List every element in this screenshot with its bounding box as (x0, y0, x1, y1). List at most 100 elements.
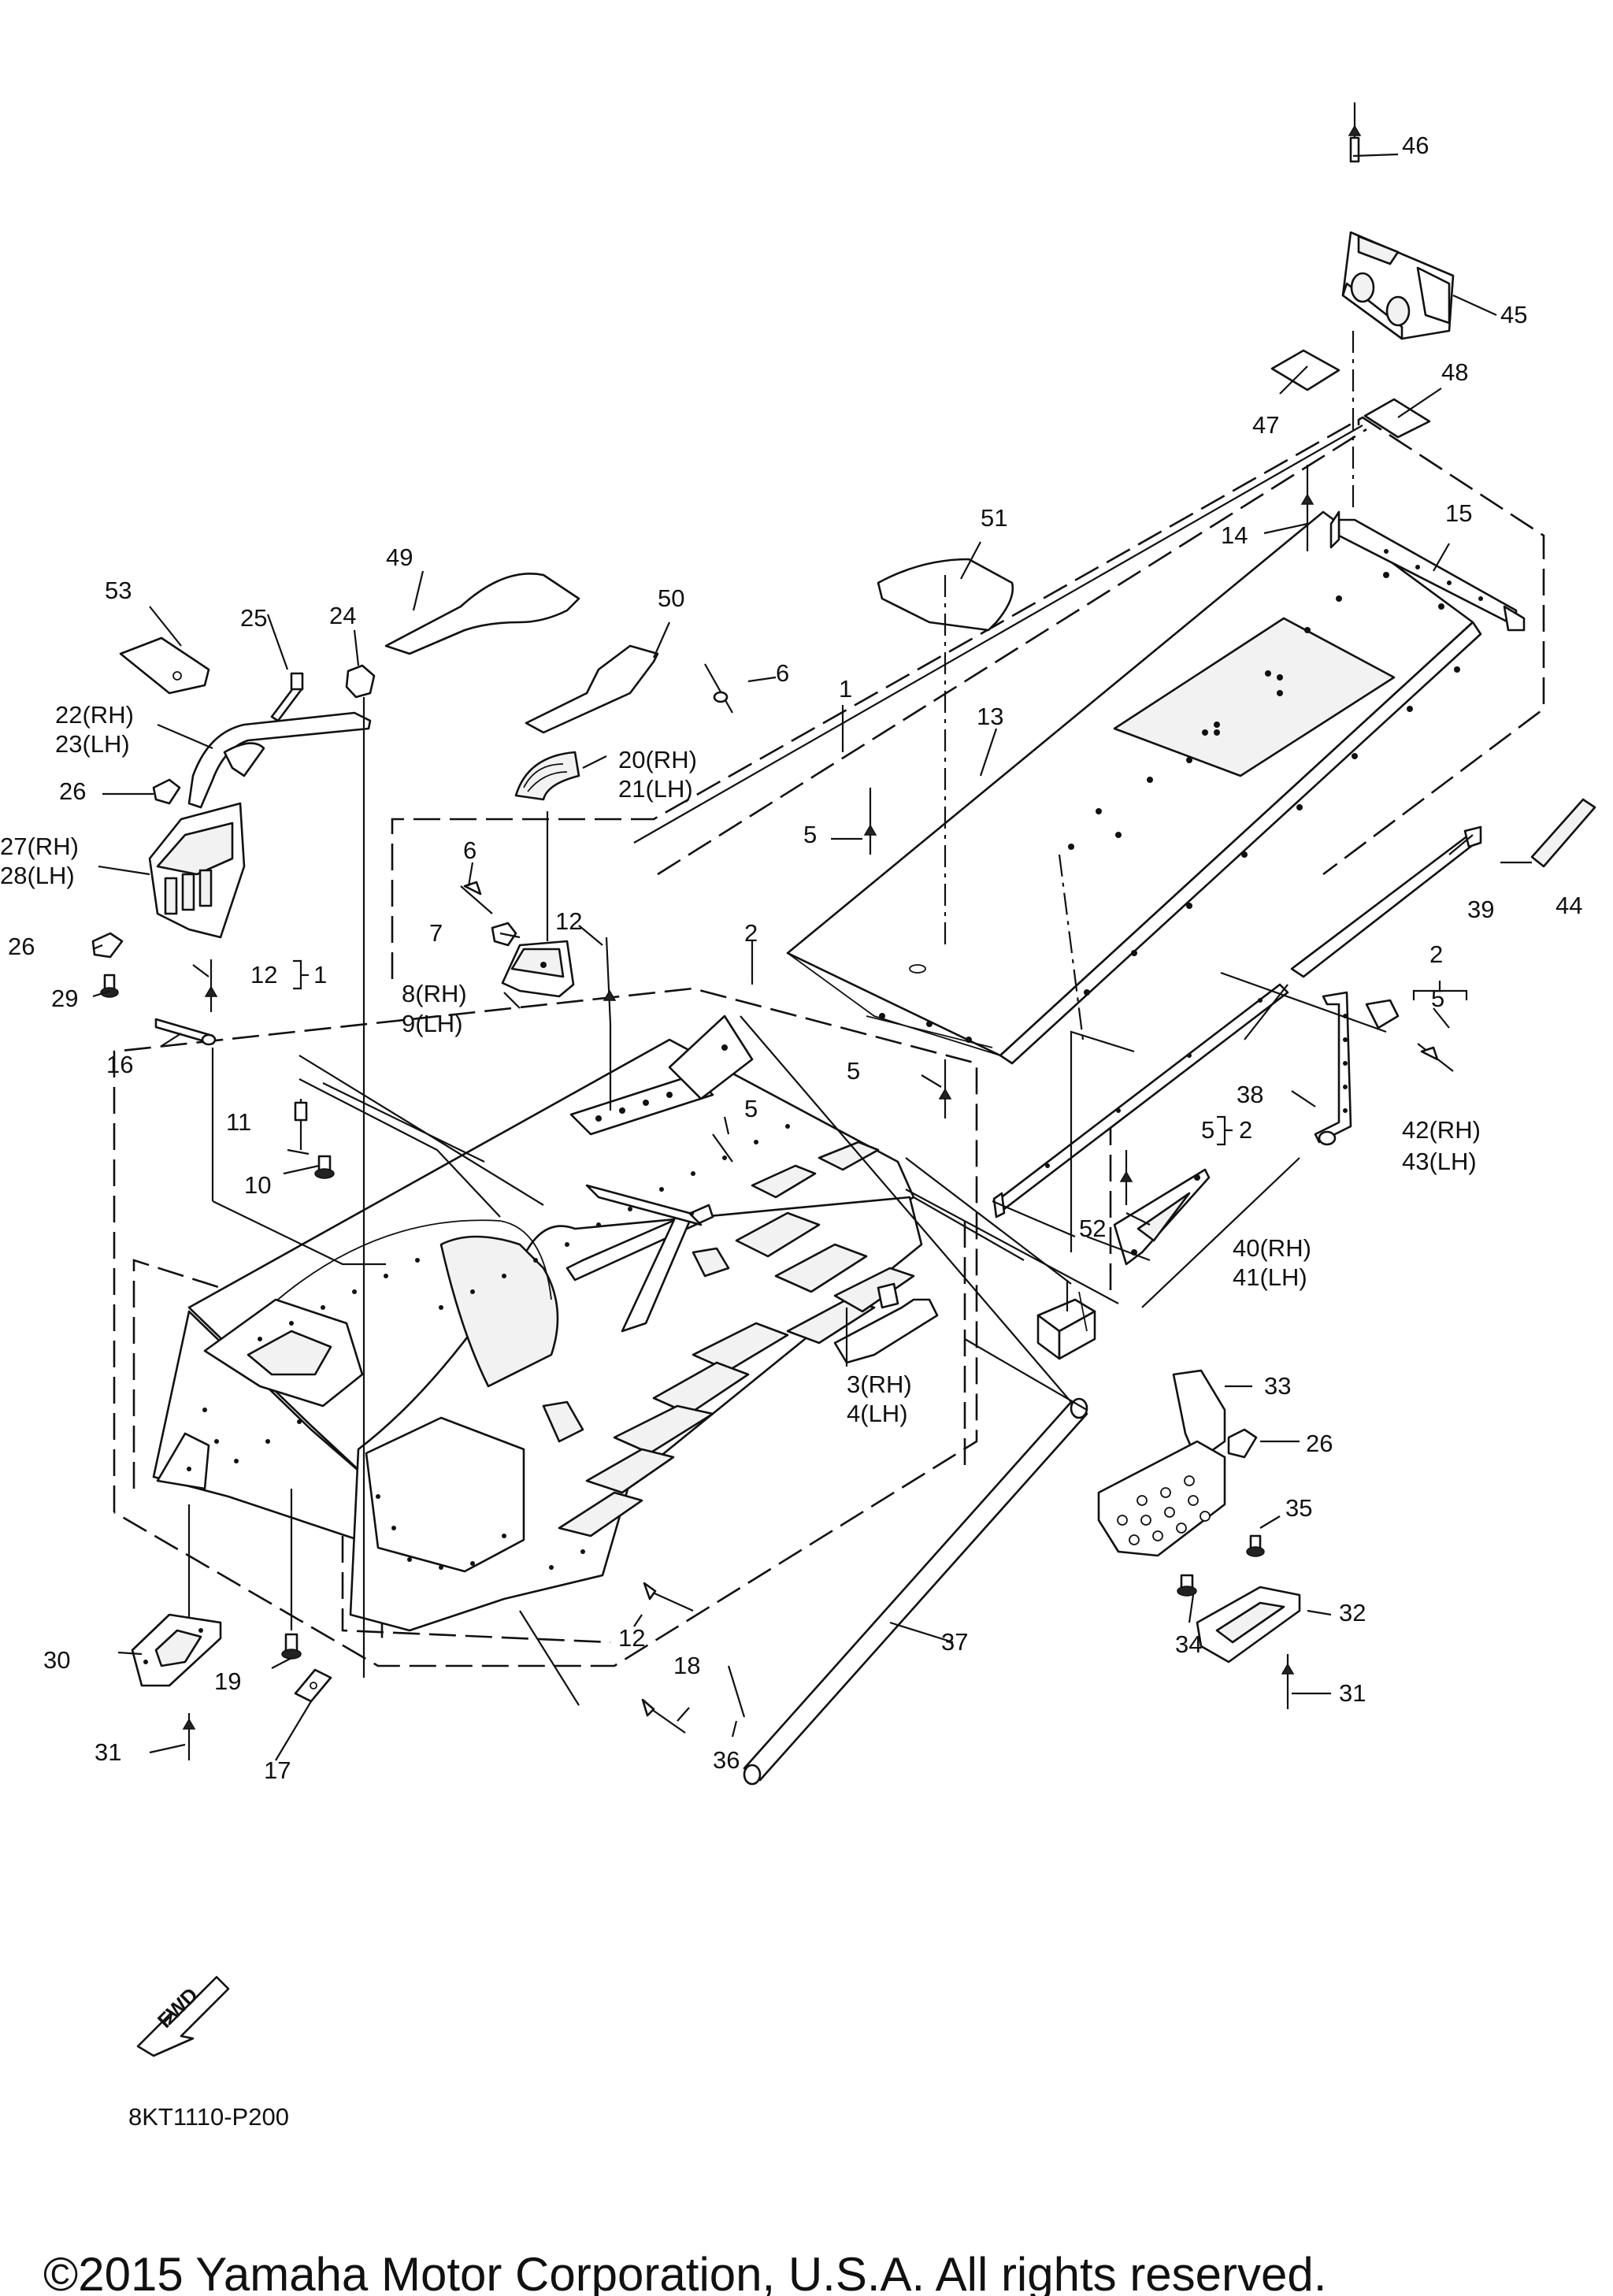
callout-21: 21(LH) (618, 775, 693, 803)
callout-2-top: 2 (744, 919, 758, 947)
rivet-12-bottom (643, 1582, 694, 1612)
callout-11: 11 (226, 1108, 251, 1136)
rivet-6-top (704, 663, 733, 714)
rivet-5-right (1119, 1150, 1133, 1205)
callout-15: 15 (1445, 499, 1472, 527)
callout-23: 23(LH) (55, 730, 130, 758)
assembly-outline-tunnel-top (657, 428, 1367, 876)
callout-5-top: 5 (803, 821, 817, 848)
rivet-12-top (603, 937, 617, 1025)
rail-38 (992, 983, 1289, 1218)
callout-49: 49 (386, 543, 413, 571)
callout-52: 52 (1079, 1215, 1106, 1242)
callout-31-right: 31 (1339, 1679, 1366, 1707)
rivet-12-left (204, 959, 218, 1012)
bracket-40-41 (1113, 1168, 1211, 1266)
callout-8: 8(RH) (402, 980, 467, 1007)
callout-36: 36 (713, 1746, 740, 1774)
callout-43: 43(LH) (1402, 1148, 1477, 1175)
callout-51: 51 (981, 504, 1007, 532)
rivet-11 (294, 1099, 308, 1150)
callout-9: 9(LH) (402, 1010, 463, 1037)
grab-bar-22-23 (187, 711, 372, 809)
callout-46: 46 (1402, 132, 1429, 159)
shaft-37 (740, 1015, 1088, 1786)
callout-2-right: 2 (1429, 940, 1443, 968)
callout-6-mid: 6 (463, 836, 476, 864)
callout-26-b: 26 (8, 933, 35, 960)
step-bar-42-43 (1314, 991, 1400, 1146)
callout-50: 50 (658, 584, 684, 612)
callout-5-mid1: 5 (847, 1057, 860, 1085)
callout-32: 32 (1339, 1599, 1366, 1626)
bolt-10 (314, 1155, 335, 1179)
callout-26-a: 26 (59, 777, 86, 805)
cover-53 (119, 636, 210, 695)
callout-4: 4(LH) (847, 1400, 908, 1427)
callout-25: 25 (240, 604, 267, 632)
bracket-15 (1329, 510, 1526, 632)
callout-1-top: 1 (839, 675, 852, 703)
chassis-frame (152, 1014, 923, 1632)
callout-40: 40(RH) (1233, 1234, 1311, 1262)
callout-3: 3(RH) (847, 1371, 912, 1398)
nut-24 (345, 664, 376, 699)
assembly-outline-1 (391, 416, 1545, 979)
callout-17: 17 (264, 1756, 291, 1784)
callout-12-top: 12 (555, 907, 582, 935)
part-52 (1036, 1291, 1096, 1360)
bolt-25 (270, 672, 304, 722)
callout-16: 16 (106, 1051, 133, 1078)
rivet-5-mid (712, 1059, 952, 1163)
callout-44: 44 (1556, 892, 1582, 919)
callout-12-left: 12 (250, 961, 277, 989)
callout-19: 19 (214, 1667, 241, 1695)
callout-28: 28(LH) (0, 862, 75, 889)
callout-20: 20(RH) (618, 746, 697, 773)
fwd-arrow: FWD (136, 1975, 230, 2057)
callout-29: 29 (51, 985, 78, 1012)
callout-6-top: 6 (776, 659, 789, 687)
clip-17 (294, 1668, 332, 1703)
callout-12-bottom: 12 (618, 1624, 645, 1652)
rail-39 (1290, 825, 1482, 978)
callout-41: 41(LH) (1233, 1263, 1307, 1291)
rivet-5-top (863, 788, 877, 855)
callout-7: 7 (429, 919, 443, 947)
rivet-6-mid (460, 881, 493, 914)
callout-5-mid2: 5 (744, 1095, 758, 1122)
pad-49 (384, 573, 580, 655)
pad-47 (1270, 349, 1340, 391)
callout-31-left: 31 (95, 1738, 121, 1766)
footrest-32 (1196, 1586, 1301, 1664)
tunnel-13 (786, 510, 1482, 1065)
callout-47: 47 (1252, 411, 1279, 439)
footrest-30 (131, 1613, 222, 1687)
callout-5-far: 5 (1431, 985, 1444, 1012)
callout-42: 42(RH) (1402, 1116, 1481, 1144)
rivet-5-far (1417, 1043, 1454, 1072)
callout-13: 13 (977, 703, 1003, 730)
pad-44 (1530, 798, 1596, 868)
callout-37: 37 (941, 1628, 968, 1656)
washer-16 (154, 1018, 217, 1046)
callout-22: 22(RH) (55, 701, 134, 729)
callout-48: 48 (1441, 358, 1468, 386)
callout-27: 27(RH) (0, 833, 79, 860)
callout-14: 14 (1221, 521, 1248, 549)
rivet-36 (727, 1665, 746, 1718)
bracket-8-9 (501, 940, 575, 998)
callout-26-c: 26 (1306, 1430, 1333, 1457)
callout-24: 24 (329, 602, 356, 629)
pad-50 (525, 644, 659, 734)
rivet-14 (1300, 465, 1315, 551)
bolt-19 (281, 1633, 302, 1660)
rivet-31-right (1281, 1654, 1295, 1709)
clip-26-right (1227, 1428, 1258, 1459)
diagram-code: 8KT1110-P200 (128, 2103, 289, 2131)
leader-lines (92, 153, 1532, 1761)
bolt-35 (1246, 1534, 1265, 1557)
callout-18: 18 (673, 1652, 700, 1679)
callout-labels: 46 45 48 47 14 15 51 49 53 25 24 50 6 1 … (0, 132, 1582, 1784)
